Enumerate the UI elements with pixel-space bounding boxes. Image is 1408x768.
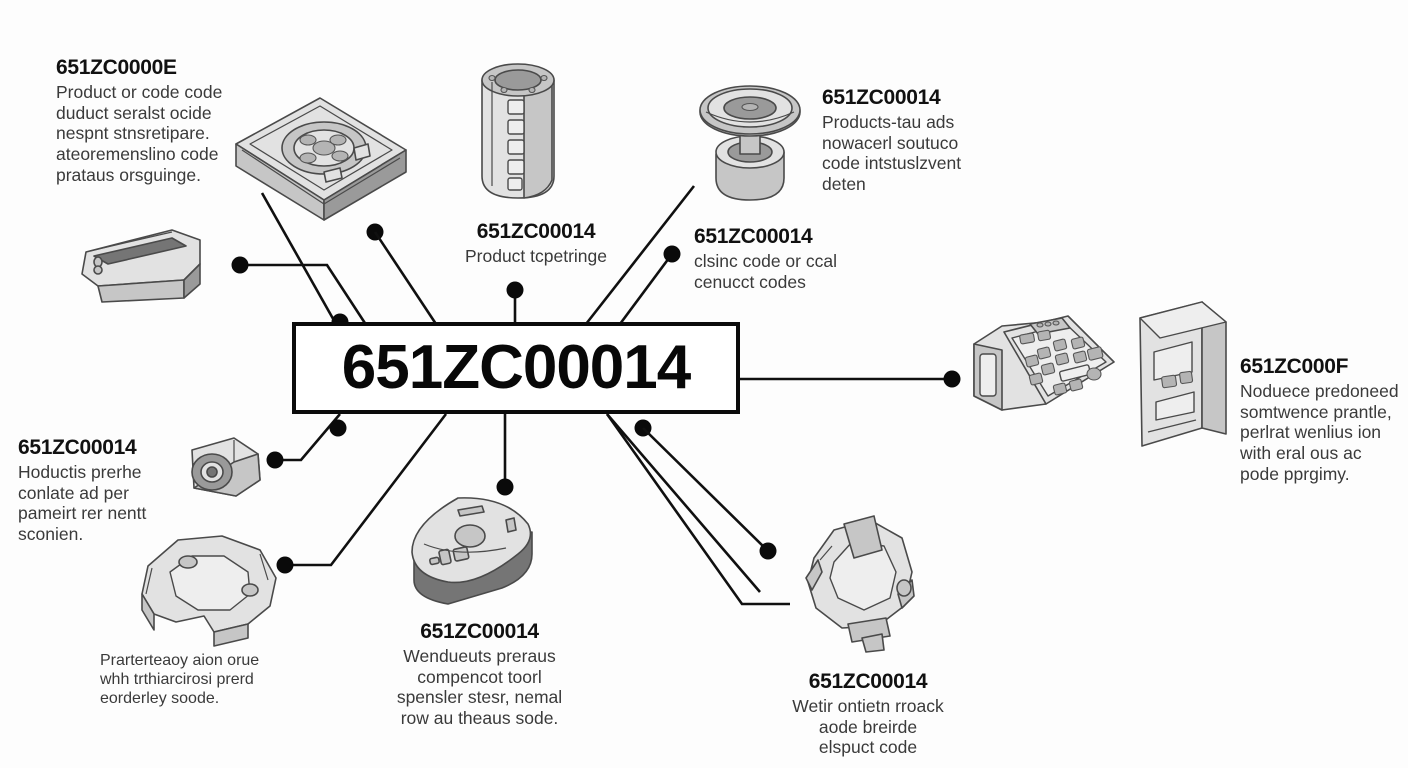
node-knob [266, 451, 284, 469]
annotation-desc: Product tcpetringe [464, 246, 608, 266]
oval-housing-part [402, 492, 547, 617]
wire-tray [260, 192, 338, 325]
annotation-desc: clsinc code or ccal cenucct codes [694, 251, 837, 292]
annotation-bottom-right: 651ZC00014 Wetir ontietn rroack aode bre… [778, 670, 958, 758]
node-oval-housing [496, 478, 514, 496]
cylinder-module-part [468, 52, 568, 212]
spool-module-part [688, 82, 818, 212]
annotation-top-left: 651ZC0000E Product or code code duduct s… [56, 56, 286, 185]
frame-clip-part [786, 502, 926, 653]
annotation-desc: Wetir ontietn rroack aode breirde elspuc… [792, 696, 944, 758]
annotation-top-middle: 651ZC00014 Product tcpetringe [436, 220, 636, 267]
node-center-right-label [663, 245, 681, 263]
wire-frame-clip-upper [606, 413, 761, 593]
node-bracket [276, 556, 294, 574]
annotation-top-right: 651ZC00014 Products-tau ads nowacerl sou… [822, 86, 1007, 195]
wire-knob [275, 413, 341, 462]
wire-card-reader [240, 263, 378, 341]
annotation-bottom-left: Prarterteaoy aion orue whh trthiarcirosi… [100, 652, 315, 709]
annotation-desc: Prarterteaoy aion orue whh trthiarcirosi… [100, 652, 260, 707]
node-box-lower-left [329, 419, 347, 437]
annotation-code: 651ZC00014 [808, 670, 928, 693]
node-keypad [943, 370, 961, 388]
annotation-desc: Hoductis prerhe conlate ad per pameirt r… [18, 462, 147, 544]
annotation-code: 651ZC0000E [56, 56, 177, 79]
tray-module-part [228, 92, 418, 227]
wire-center-right-label [618, 253, 674, 325]
annotation-desc: Wendueuts preraus compencot toorl spensl… [396, 646, 563, 728]
annotation-code: 651ZC00014 [822, 86, 941, 109]
card-reader-part [68, 218, 208, 304]
annotation-left: 651ZC00014 Hoductis prerhe conlate ad pe… [18, 436, 183, 545]
node-frame-clip [759, 542, 777, 560]
wire-spool [584, 185, 696, 325]
annotation-code: 651ZC000F [1240, 355, 1349, 378]
center-code-text: 651ZC00014 [341, 333, 691, 402]
annotation-code: 651ZC00014 [420, 620, 539, 643]
annotation-bottom-middle: 651ZC00014 Wendueuts preraus compencot t… [372, 620, 587, 729]
annotation-desc: Noduece predoneed somtwence prantle, per… [1240, 381, 1399, 484]
annotation-code: 651ZC00014 [18, 436, 137, 459]
node-cylinder [506, 281, 524, 299]
panel-module-part [1130, 296, 1240, 456]
wire-tray-dot [373, 231, 438, 325]
keypad-module-part [968, 298, 1128, 433]
node-card-reader [231, 256, 249, 274]
wire-bracket [285, 413, 448, 567]
annotation-desc: Product or code code duduct seralst ocid… [56, 82, 223, 185]
annotation-code: 651ZC00014 [476, 220, 596, 243]
wire-frame-clip [642, 427, 769, 552]
center-code-box[interactable]: 651ZC00014 [292, 322, 740, 414]
knob-module-part [172, 428, 272, 508]
bracket-module-part [118, 528, 293, 648]
annotation-desc: Products-tau ads nowacerl soutuco code i… [822, 112, 962, 194]
annotation-right: 651ZC000F Noduece predoneed somtwence pr… [1240, 355, 1400, 484]
annotation-code: 651ZC00014 [694, 225, 813, 248]
annotation-top-middle-right: 651ZC00014 clsinc code or ccal cenucct c… [694, 225, 864, 292]
wire-bottom-right-label [605, 413, 790, 606]
